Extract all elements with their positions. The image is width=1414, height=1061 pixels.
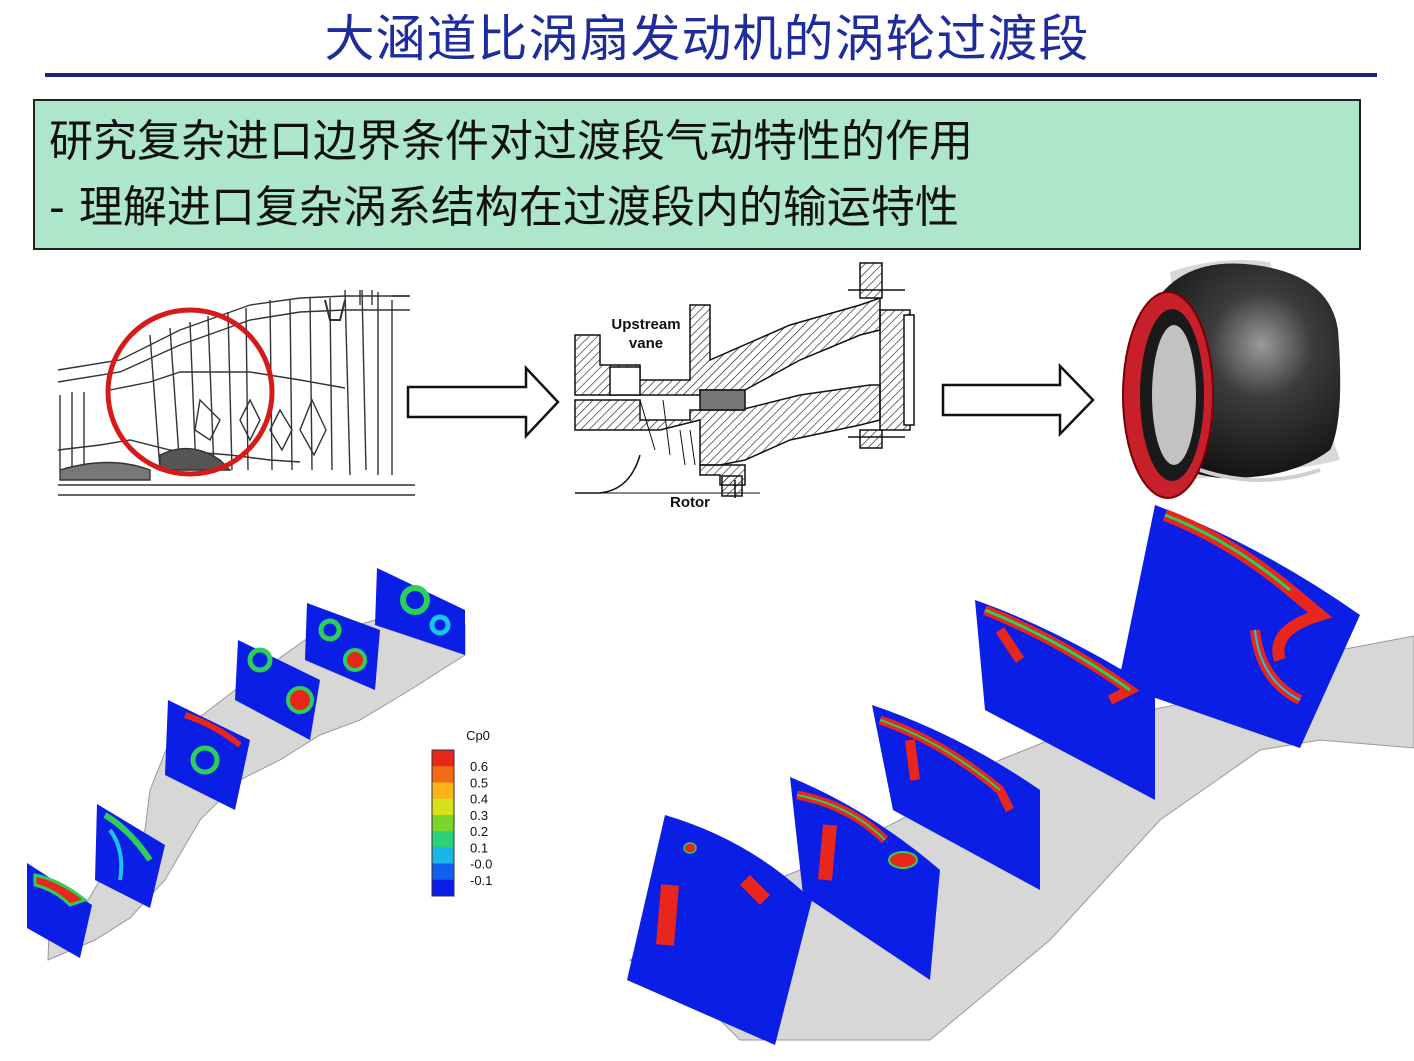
colorbar-swatch <box>432 847 454 865</box>
cfd-cascade-right <box>627 505 1414 1045</box>
cfd-cascade-left <box>27 568 466 961</box>
objective-line-2: - 理解进口复杂涡系结构在过渡段内的输运特性 <box>49 182 959 233</box>
colorbar-swatch <box>432 766 454 783</box>
rotor-label: Rotor <box>670 494 710 511</box>
colorbar-legend: 0.60.5 0.40.30.20.1 -0.0-0.1 <box>431 749 492 897</box>
colorbar-title: Cp0 <box>466 728 490 743</box>
upstream-vane-label-2: vane <box>629 335 663 352</box>
colorbar-tick-label: 0.2 <box>470 824 488 839</box>
colorbar-tick-label: -0.0 <box>470 857 492 872</box>
highlight-circle <box>105 307 275 477</box>
objective-line-1: 研究复杂进口边界条件对过渡段气动特性的作用 <box>49 116 973 167</box>
colorbar-tick-label: 0.1 <box>470 840 488 855</box>
colorbar-tick-label: 0.3 <box>470 808 488 823</box>
colorbar-tick-label: 0.5 <box>470 775 488 790</box>
title-underline <box>45 73 1377 77</box>
colorbar-swatch <box>432 879 454 897</box>
colorbar-swatch <box>432 831 454 848</box>
page-title: 大涵道比涡扇发动机的涡轮过渡段 <box>324 10 1090 68</box>
arrow-right-icon-2 <box>941 362 1095 438</box>
colorbar-tick-label: 0.4 <box>470 792 488 807</box>
upstream-vane-label: Upstream <box>611 316 680 333</box>
duct-3d-render <box>1122 259 1341 499</box>
duct-cross-section <box>574 262 915 498</box>
colorbar-tick-label: 0.6 <box>470 759 488 774</box>
colorbar-swatch <box>432 798 454 816</box>
colorbar-swatch <box>432 750 454 767</box>
colorbar-tick-label: -0.1 <box>470 873 492 888</box>
arrow-right-icon <box>406 364 560 440</box>
colorbar-frame <box>431 749 455 897</box>
engine-schematic <box>57 289 415 496</box>
colorbar-swatch <box>432 782 454 800</box>
colorbar-swatch <box>432 814 454 832</box>
colorbar-swatch <box>432 863 454 881</box>
objective-box: 研究复杂进口边界条件对过渡段气动特性的作用 - 理解进口复杂涡系结构在过渡段内的… <box>33 99 1361 250</box>
